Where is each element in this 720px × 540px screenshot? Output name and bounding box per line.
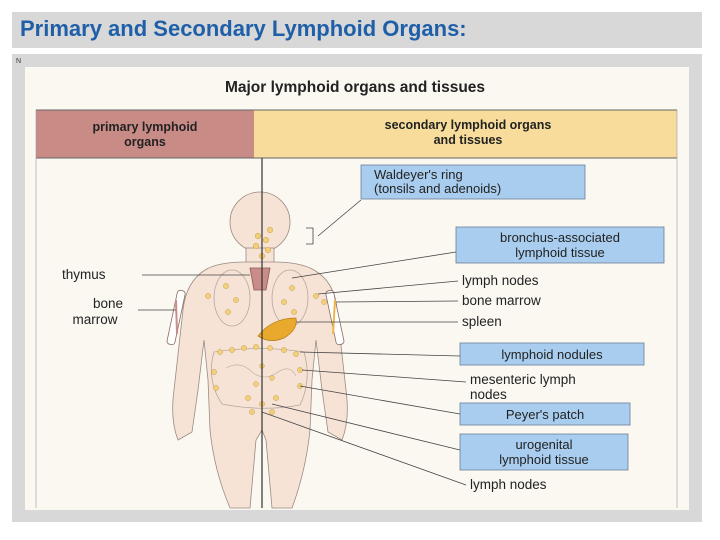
leader-mesenteric xyxy=(301,369,467,383)
title-bar: Primary and Secondary Lymphoid Organs: xyxy=(12,12,702,48)
label-lymph-nodes-lower: lymph nodes xyxy=(470,477,547,492)
label-lymphoid-nodules: lymphoid nodules xyxy=(501,347,603,362)
right-marrow xyxy=(332,299,336,335)
leader-waldeyer xyxy=(317,199,362,237)
slide-title: Primary and Secondary Lymphoid Organs: xyxy=(20,16,467,41)
primary-header-line2: organs xyxy=(124,135,166,149)
label-bone-line1: bone xyxy=(93,296,123,311)
label-spleen: spleen xyxy=(462,314,502,329)
slide-note: N xyxy=(16,58,22,65)
spleen-organ xyxy=(257,317,297,341)
secondary-header-cell xyxy=(254,110,677,158)
left-lung xyxy=(213,269,251,327)
figure-heading: Major lymphoid organs and tissues xyxy=(225,79,485,96)
box-lymphoid-nodules xyxy=(459,342,645,366)
primary-header-line1: primary lymphoid xyxy=(93,120,198,134)
body-silhouette xyxy=(172,191,348,509)
label-peyers-patch: Peyer's patch xyxy=(506,407,584,422)
label-mesenteric-line2: nodes xyxy=(470,387,507,402)
leader-lymphoid-nodules xyxy=(299,351,461,357)
secondary-header-line2: and tissues xyxy=(434,133,503,147)
label-urogenital-line1: urogenital xyxy=(515,437,572,452)
label-thymus: thymus xyxy=(62,267,106,282)
label-waldeyer-line2: (tonsils and adenoids) xyxy=(374,181,501,196)
label-bronchus-line2: lymphoid tissue xyxy=(515,245,605,260)
label-bone-marrow-right: bone marrow xyxy=(462,293,541,308)
label-mesenteric-line1: mesenteric lymph xyxy=(470,372,576,387)
label-urogenital-line2: lymphoid tissue xyxy=(499,452,589,467)
left-marrow xyxy=(175,299,178,335)
label-lymph-nodes-upper: lymph nodes xyxy=(462,273,539,288)
box-waldeyer xyxy=(360,164,586,200)
label-waldeyer-line1: Waldeyer's ring xyxy=(374,167,463,182)
label-bone-line2: marrow xyxy=(72,312,117,327)
box-urogenital xyxy=(459,433,629,471)
intestine-loops xyxy=(225,364,297,378)
leader-bone-marrow-right xyxy=(335,300,459,303)
primary-header-cell xyxy=(36,110,254,158)
leader-lymph-nodes-lower xyxy=(261,411,467,486)
leader-urogenital xyxy=(271,403,461,451)
box-bronchus xyxy=(455,226,665,264)
waldeyer-bracket xyxy=(306,227,314,245)
leader-lymph-nodes-upper xyxy=(317,280,459,295)
label-bronchus-line1: bronchus-associated xyxy=(500,230,620,245)
thymus-organ xyxy=(249,267,271,291)
leader-peyers-patch xyxy=(299,385,461,415)
leader-bronchus xyxy=(291,251,457,279)
secondary-header-line1: secondary lymphoid organs xyxy=(385,118,552,132)
